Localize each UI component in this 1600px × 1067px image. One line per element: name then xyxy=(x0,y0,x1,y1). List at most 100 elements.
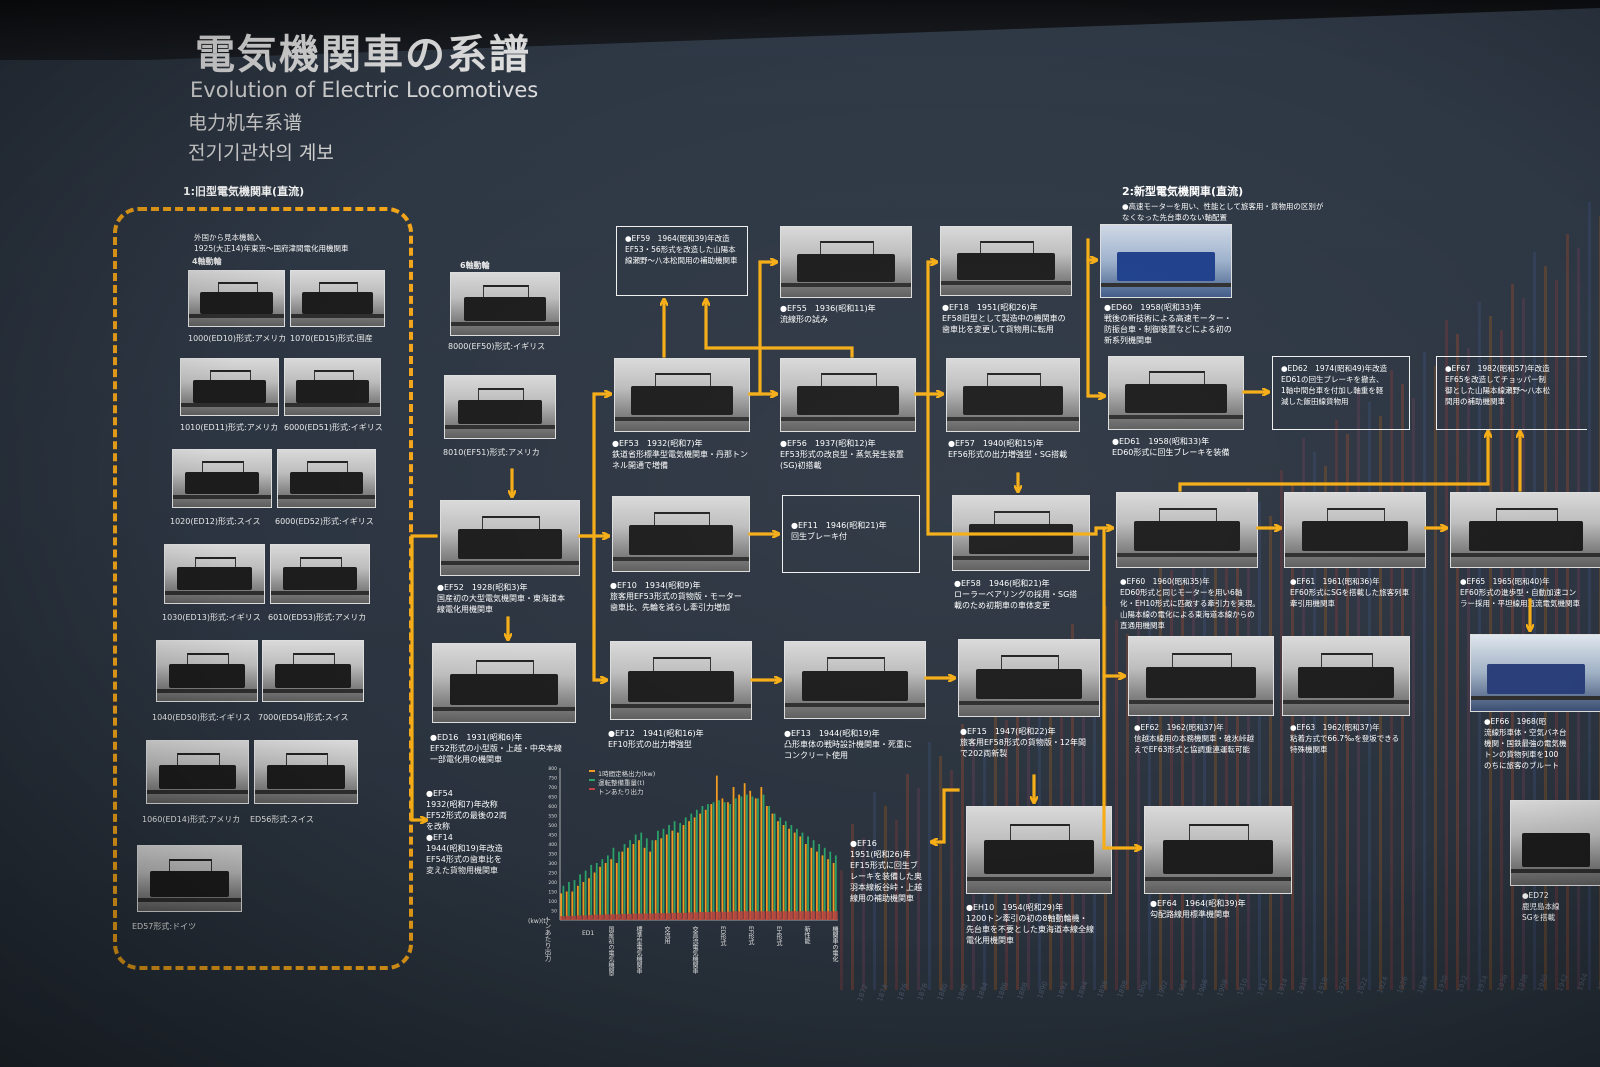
photo-eh10 xyxy=(966,806,1112,894)
chart-bar xyxy=(754,911,760,920)
chart-bar xyxy=(721,798,724,920)
chart-bar xyxy=(693,912,699,920)
chart-bars xyxy=(560,775,838,920)
node-ed16: ●ED16 1931(昭和6)年 EF52形式の小型版・上越・中央本線 一部電化… xyxy=(430,733,562,764)
photo-ef61 xyxy=(1284,492,1426,568)
chart-bar xyxy=(829,851,832,920)
background-bar xyxy=(1533,252,1536,990)
arrow-ef52-ef53 xyxy=(578,394,608,538)
photo-ed12 xyxy=(172,449,272,508)
background-bar xyxy=(1566,234,1569,990)
chart-bar xyxy=(832,863,835,920)
photo-ed13 xyxy=(164,544,265,604)
chart-ytick: 750 xyxy=(548,776,557,782)
background-bar xyxy=(917,788,920,990)
chart-bar xyxy=(610,859,613,920)
arrow-ef52-ef54 xyxy=(410,534,438,820)
node-ef61: ●EF61 1961(昭和36)年 EF60形式にSGを搭載した旅客列車 牽引用… xyxy=(1290,577,1410,608)
chart-bar xyxy=(593,872,596,920)
chart-bar xyxy=(682,825,685,920)
legend-weight: 運転整備重量(t) xyxy=(598,779,645,787)
chart-bar xyxy=(657,830,659,920)
chart-bar xyxy=(584,870,587,920)
node-ef18: ●EF18 1951(昭和26)年 EF58旧型として製造中の機関車の 歯車比を… xyxy=(942,303,1066,334)
chart-bar xyxy=(727,911,733,920)
chart-bar xyxy=(582,915,588,920)
photo-ef53 xyxy=(614,358,750,432)
photo-ef66 xyxy=(1470,634,1600,712)
node-ef58: ●EF58 1946(昭和21)年 ローラーベアリングの採用・SG搭 載のため初… xyxy=(954,579,1078,610)
node-ed72: ●ED72 鹿児島本線 SGを搭載 xyxy=(1522,891,1560,922)
background-bar xyxy=(1269,516,1272,990)
chart-ytick: 200 xyxy=(548,880,557,886)
chart-bar xyxy=(721,911,727,920)
chart-bar xyxy=(754,798,757,920)
chart-bar xyxy=(654,840,657,920)
chart-bar xyxy=(638,840,640,920)
page-title-chinese: 电力机车系谱 xyxy=(188,112,303,134)
background-bar xyxy=(1291,484,1294,990)
chart-bar xyxy=(688,912,694,920)
background-bar xyxy=(1170,570,1173,990)
background-bar xyxy=(1148,602,1151,990)
chart-bar xyxy=(799,836,802,920)
chart-ytick: 650 xyxy=(548,795,557,801)
chart-bar xyxy=(790,825,793,920)
node-ef52: ●EF52 1928(昭和3)年 国産初の大型電気機関車・東海道本 線電化用機関… xyxy=(437,583,565,614)
chart-bar xyxy=(699,813,702,920)
chart-category-label: 標準型電気機関車 xyxy=(635,926,642,974)
chart-bar xyxy=(677,912,683,920)
chart-ytick: 350 xyxy=(548,852,557,858)
chart-bar xyxy=(621,851,624,920)
caption-ed14: 1060(ED14)形式:アメリカ xyxy=(142,815,241,824)
background-bar xyxy=(1412,398,1415,990)
imported-group-intro: 外国から見本機輸入 1925(大正14)年東京～国府津間電化用機関車 xyxy=(194,233,349,253)
chart-ytick: 400 xyxy=(548,842,557,848)
background-bar xyxy=(906,774,909,990)
chart-bar xyxy=(682,912,688,920)
photo-ed60 xyxy=(1100,224,1232,298)
chart-bar xyxy=(701,806,704,920)
chart-bar xyxy=(660,913,666,920)
chart-bar xyxy=(665,834,668,920)
photo-ed14 xyxy=(146,740,249,804)
chart-bar xyxy=(621,913,627,920)
chart-bar xyxy=(810,847,813,920)
chart-ytick: 300 xyxy=(548,861,557,867)
chart-bar xyxy=(590,864,593,920)
chart-bar xyxy=(679,823,682,920)
node-ef53: ●EF53 1932(昭和7)年 鉄道省形標準型電気機関車・丹那トン ネル開通で… xyxy=(612,439,748,470)
chart-bar xyxy=(765,911,772,920)
caption-ef51: 8010(EF51)形式:アメリカ xyxy=(443,448,540,457)
chart-bar xyxy=(595,863,598,920)
chart-bar xyxy=(626,913,633,920)
node-ef56: ●EF56 1937(昭和12)年 EF53形式の改良型・蒸気発生装置 (SG)… xyxy=(780,439,904,470)
chart-bar xyxy=(710,804,713,920)
chart-bar xyxy=(818,844,821,920)
arrow-ef15-ef16 xyxy=(934,788,960,842)
caption-ed56: ED56形式:スイス xyxy=(250,815,314,824)
chart-bar xyxy=(693,817,696,920)
arrow-ef60-ef67 xyxy=(1178,434,1488,492)
chart-ytick: 250 xyxy=(548,871,557,877)
chart-bar xyxy=(788,911,794,920)
chart-bar xyxy=(690,813,693,920)
chart-xlabel-left: ED1 xyxy=(582,930,595,937)
chart-bar xyxy=(804,844,807,920)
chart-bar xyxy=(660,838,663,920)
background-bar xyxy=(895,820,898,990)
photo-ef12 xyxy=(610,641,752,720)
photo-ef60 xyxy=(1116,492,1258,568)
photo-ef62 xyxy=(1128,636,1274,716)
caption-ed13: 1030(ED13)形式:イギリス xyxy=(162,613,261,622)
chart-category-label: EH形式 xyxy=(775,926,782,947)
caption-ed51: 6000(ED51)形式:イギリス xyxy=(284,423,383,432)
node-ed62: ●ED62 1974(昭和49)年改造 ED61の回生ブレーキを撤去、 1軸中間… xyxy=(1281,364,1388,406)
chart-bar xyxy=(671,830,674,920)
chart-bar xyxy=(699,912,705,920)
chart-bar xyxy=(757,798,759,920)
photo-ed52 xyxy=(277,449,376,508)
chart-bar xyxy=(732,911,738,920)
background-bar xyxy=(1280,470,1283,990)
